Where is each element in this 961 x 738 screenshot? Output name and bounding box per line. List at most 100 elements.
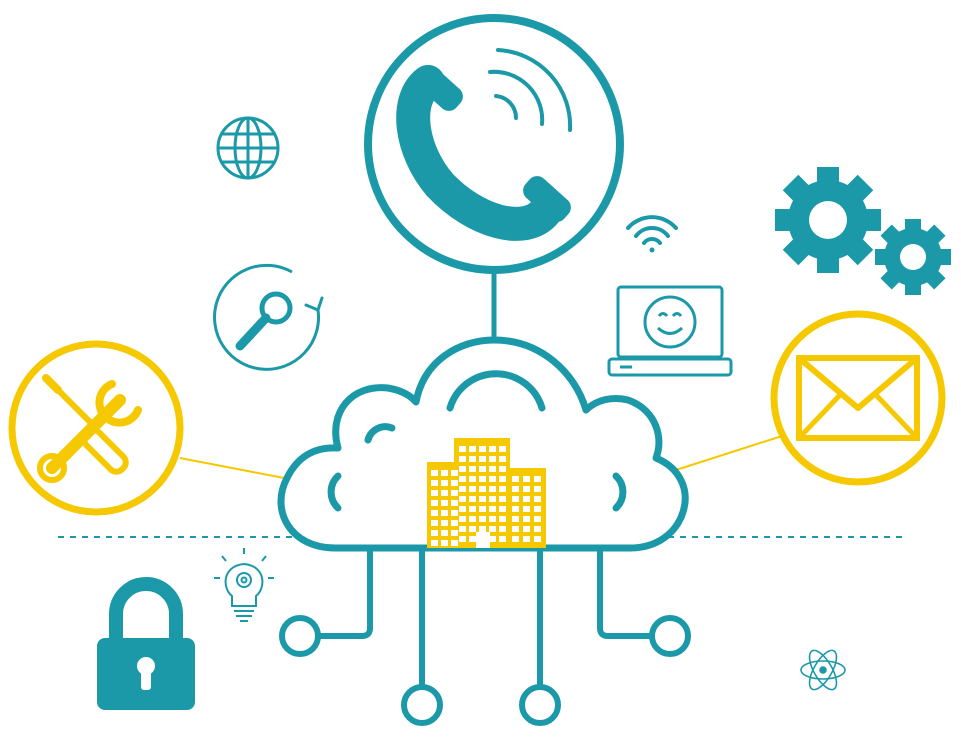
search-refresh-icon <box>213 263 324 371</box>
building-window <box>459 486 466 492</box>
building-window <box>479 466 486 472</box>
building-window <box>499 496 506 502</box>
network-nodes <box>279 548 691 726</box>
building-window <box>479 476 486 482</box>
building-window <box>489 496 496 502</box>
network-node-1 <box>279 615 321 657</box>
building-window <box>459 536 466 542</box>
lightbulb-gear-icon <box>214 548 274 622</box>
building-window <box>431 480 438 486</box>
building-window <box>499 516 506 522</box>
phone-icon <box>364 14 624 274</box>
building-window <box>451 480 458 486</box>
building-window <box>451 500 458 506</box>
building-window <box>451 470 458 476</box>
building-window <box>431 500 438 506</box>
building-window <box>534 496 541 502</box>
building-window <box>431 470 438 476</box>
building-window <box>431 540 438 546</box>
building-window <box>451 490 458 496</box>
building-window <box>431 520 438 526</box>
building-window <box>534 526 541 532</box>
building-window <box>512 526 519 532</box>
building-window <box>523 476 530 482</box>
building-window <box>512 506 519 512</box>
network-leg-1 <box>318 548 373 639</box>
building-window <box>479 486 486 492</box>
building-window <box>431 510 438 516</box>
building-window <box>469 486 476 492</box>
building-window <box>499 536 506 542</box>
building-window <box>512 516 519 522</box>
building-window <box>499 486 506 492</box>
building-door <box>476 532 490 548</box>
building-window <box>469 506 476 512</box>
building-window <box>489 486 496 492</box>
building-window <box>431 490 438 496</box>
building-window <box>459 496 466 502</box>
building-window <box>499 506 506 512</box>
building-window <box>479 526 486 532</box>
building-window <box>459 516 466 522</box>
building-window <box>451 520 458 526</box>
building-window <box>469 466 476 472</box>
building-window <box>499 466 506 472</box>
network-node-3 <box>519 684 561 726</box>
building-window <box>459 506 466 512</box>
globe-icon <box>216 116 280 180</box>
building-window <box>469 446 476 452</box>
building-window <box>512 496 519 502</box>
building-window <box>469 496 476 502</box>
building-window <box>441 520 448 526</box>
wifi-icon <box>626 215 678 253</box>
building-window <box>523 496 530 502</box>
building-window <box>459 466 466 472</box>
email-icon <box>770 310 946 486</box>
building-window <box>534 536 541 542</box>
building-window <box>459 446 466 452</box>
email-connector <box>675 435 783 471</box>
building-window <box>451 530 458 536</box>
building-window <box>512 536 519 542</box>
network-node-2 <box>401 684 443 726</box>
building-window <box>534 486 541 492</box>
building-window <box>459 476 466 482</box>
building-window <box>489 456 496 462</box>
building-window <box>469 526 476 532</box>
atom-icon <box>800 649 846 691</box>
building-window <box>441 530 448 536</box>
building-window <box>523 526 530 532</box>
building-window <box>534 516 541 522</box>
building-window <box>451 510 458 516</box>
laptop-smiley-icon <box>607 285 733 377</box>
building-window <box>479 446 486 452</box>
building-window <box>512 476 519 482</box>
building-window <box>469 476 476 482</box>
building-window <box>489 536 496 542</box>
building-window <box>441 500 448 506</box>
network-node-4 <box>649 615 691 657</box>
tools-icon <box>8 340 184 516</box>
building-window <box>523 506 530 512</box>
building-window <box>441 490 448 496</box>
building-window <box>441 510 448 516</box>
building-window <box>489 476 496 482</box>
tools-connector <box>179 457 285 479</box>
building-window <box>523 536 530 542</box>
building-window <box>479 456 486 462</box>
building-window <box>451 540 458 546</box>
building-window <box>431 530 438 536</box>
building-window <box>469 456 476 462</box>
building-window <box>499 446 506 452</box>
building-window <box>459 456 466 462</box>
buildings-icon <box>427 438 546 548</box>
gears-icon <box>775 167 951 295</box>
building-window <box>469 536 476 542</box>
building-window <box>459 526 466 532</box>
building-window <box>489 446 496 452</box>
building-window <box>534 506 541 512</box>
network-leg-4 <box>597 548 652 639</box>
building-window <box>479 506 486 512</box>
building-window <box>469 516 476 522</box>
